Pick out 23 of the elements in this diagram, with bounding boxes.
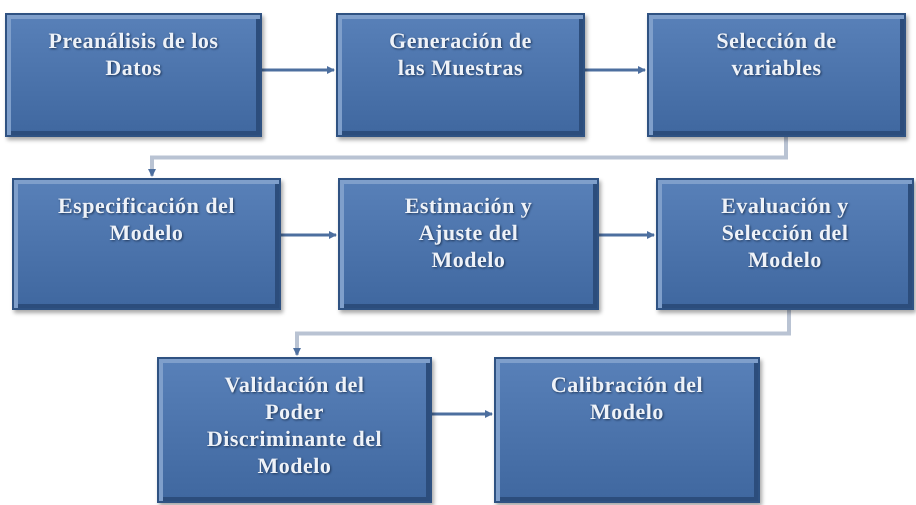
box-label: Evaluación y Selección del Modelo	[720, 192, 850, 273]
process-box	[656, 178, 914, 310]
process-box	[336, 13, 585, 137]
process-box	[12, 178, 281, 310]
box-label: Validación del Poder Discriminante del Modelo	[206, 371, 384, 479]
box-label: Generación de las Muestras	[388, 27, 533, 81]
box-label: Calibración del Modelo	[550, 371, 704, 425]
process-box	[494, 357, 760, 503]
process-box	[647, 13, 906, 137]
process-box	[157, 357, 432, 503]
process-box	[5, 13, 262, 137]
process-box	[338, 178, 599, 310]
arrow	[148, 137, 788, 177]
arrow	[262, 66, 335, 74]
box-label: Especificación del Modelo	[56, 192, 236, 246]
box-label: Selección de variables	[715, 27, 838, 81]
box-label: Preanálisis de los Datos	[48, 27, 220, 81]
arrow	[599, 231, 655, 239]
arrow	[585, 66, 646, 74]
arrow	[432, 410, 493, 418]
arrow	[281, 231, 337, 239]
arrow	[293, 310, 791, 356]
box-label: Estimación y Ajuste del Modelo	[404, 192, 534, 273]
